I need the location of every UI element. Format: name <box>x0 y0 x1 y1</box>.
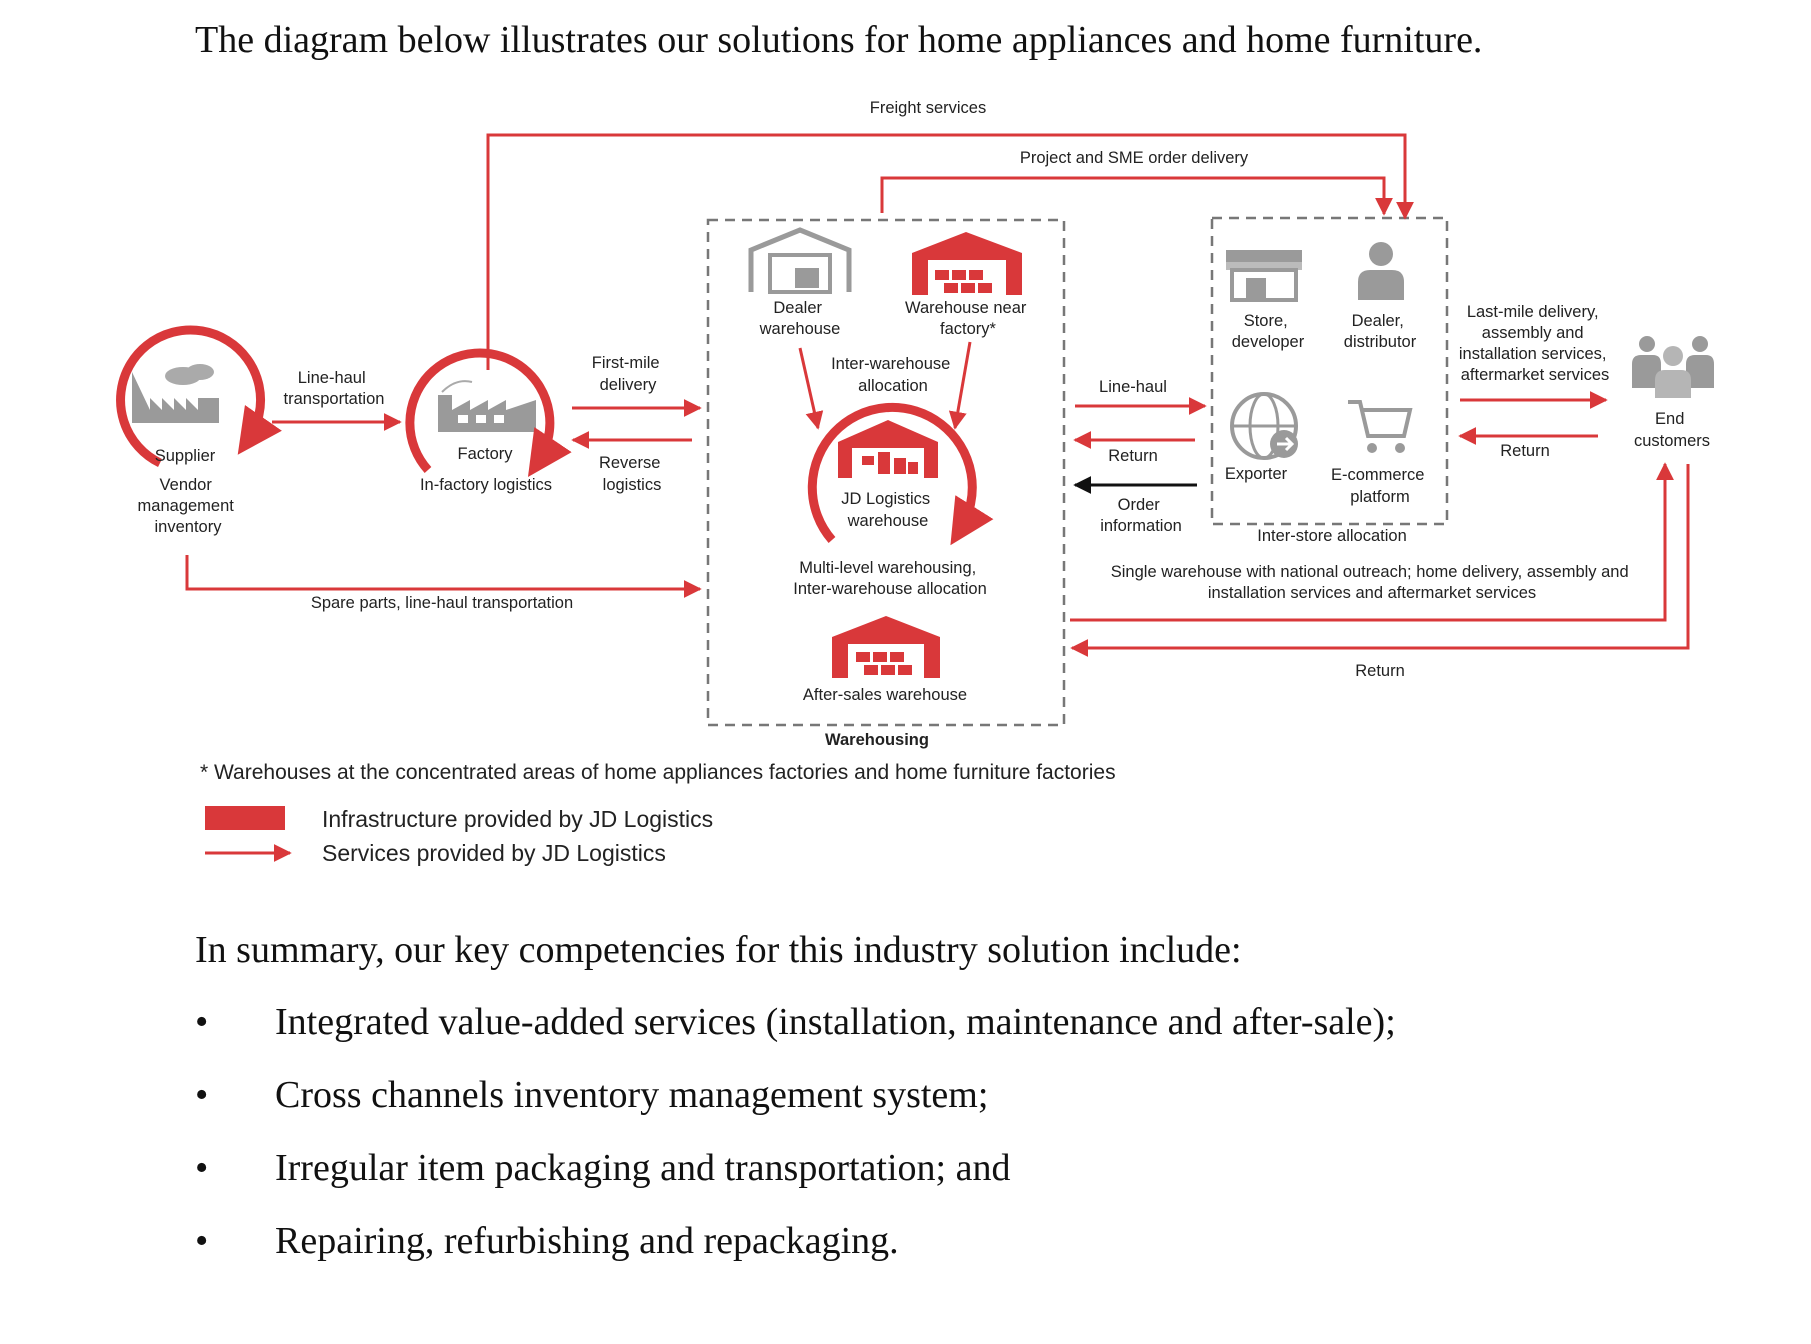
bullet-icon: • <box>195 1001 209 1043</box>
legend-infrastructure-swatch <box>205 806 285 830</box>
summary-text: In summary, our key competencies for thi… <box>195 929 1242 971</box>
after-sales-warehouse-label: After-sales warehouse <box>803 686 967 704</box>
jd-warehouse-label: JD Logistics warehouse <box>841 490 935 530</box>
factory-label: Factory <box>457 445 513 463</box>
freight-services-label: Freight services <box>870 99 986 117</box>
last-mile-label: Last-mile delivery, assembly and install… <box>1459 303 1611 384</box>
list-item-text: Repairing, refurbishing and repackaging. <box>275 1220 899 1262</box>
after-sales-warehouse-icon <box>832 616 940 678</box>
inter-store-label: Inter-store allocation <box>1257 527 1407 545</box>
first-mile-label: First-mile delivery <box>592 354 664 394</box>
end-customers-label: End customers <box>1634 410 1710 450</box>
warehouse-near-factory-icon <box>912 232 1022 295</box>
supplier-icon <box>132 364 219 423</box>
factory-icon <box>438 380 536 432</box>
intro-text: The diagram below illustrates our soluti… <box>195 19 1483 61</box>
return-label-channels: Return <box>1108 447 1158 465</box>
dealer-to-jd-arrow <box>798 347 824 430</box>
factory-cycle-arrow <box>405 348 572 477</box>
footnote: * Warehouses at the concentrated areas o… <box>200 761 1116 784</box>
warehousing-box <box>706 218 1066 727</box>
project-sme-label: Project and SME order delivery <box>1020 149 1249 167</box>
freight-services-arrow <box>486 133 1414 370</box>
inter-warehouse-label: Inter-warehouse allocation <box>831 355 955 395</box>
jd-warehouse-icon <box>838 420 938 478</box>
bullet-icon: • <box>195 1220 209 1262</box>
shopping-cart-icon <box>1348 400 1413 453</box>
list-item-text: Integrated value-added services (install… <box>275 1001 1396 1043</box>
list-item-text: Cross channels inventory management syst… <box>275 1074 989 1116</box>
store-developer-label: Store, developer <box>1232 312 1305 351</box>
line-haul-label: Line-haul <box>1099 378 1167 396</box>
line-haul-transport-label: Line-haul transportation <box>284 369 385 408</box>
end-customers-icon <box>1632 336 1714 398</box>
jd-cycle-arrow <box>807 402 994 546</box>
ecommerce-label: E-commerce platform <box>1331 466 1429 506</box>
dealer-distributor-label: Dealer, distributor <box>1344 312 1417 351</box>
vendor-inventory-label: Vendor management inventory <box>138 476 239 536</box>
store-icon <box>1226 250 1302 302</box>
bullet-icon: • <box>195 1074 209 1116</box>
legend-infrastructure-label: Infrastructure provided by JD Logistics <box>322 806 713 832</box>
dealer-warehouse-label: Dealer warehouse <box>759 299 841 338</box>
project-sme-arrow <box>880 176 1393 216</box>
warehouse-near-factory-label: Warehouse near factory* <box>905 299 1031 338</box>
globe-icon <box>1230 392 1298 460</box>
exporter-label: Exporter <box>1225 465 1288 483</box>
warehousing-label: Warehousing <box>825 731 929 749</box>
bottom-return-arrow <box>1070 464 1690 657</box>
bullet-icon: • <box>195 1147 209 1189</box>
legend-services-label: Services provided by JD Logistics <box>322 840 666 866</box>
single-warehouse-label: Single warehouse with national outreach;… <box>1111 563 1634 602</box>
bottom-return-label: Return <box>1355 662 1405 680</box>
supplier-label: Supplier <box>155 447 216 465</box>
return-label-customers: Return <box>1500 442 1550 460</box>
multi-level-label: Multi-level warehousing, Inter-warehouse… <box>793 559 987 598</box>
single-warehouse-arrow <box>1070 462 1674 622</box>
list-item-text: Irregular item packaging and transportat… <box>275 1147 1011 1189</box>
in-factory-label: In-factory logistics <box>420 476 552 494</box>
near-factory-to-jd-arrow <box>948 341 972 430</box>
spare-parts-arrow <box>185 555 702 598</box>
dealer-person-icon <box>1358 242 1404 300</box>
supplier-cycle-arrow <box>116 325 282 468</box>
spare-parts-label: Spare parts, line-haul transportation <box>311 594 573 612</box>
order-info-label: Order information <box>1100 496 1182 535</box>
dealer-warehouse-icon <box>748 227 852 294</box>
logistics-flow-diagram: Freight services Project and SME order d… <box>116 99 1714 866</box>
reverse-logistics-label: Reverse logistics <box>599 454 665 494</box>
